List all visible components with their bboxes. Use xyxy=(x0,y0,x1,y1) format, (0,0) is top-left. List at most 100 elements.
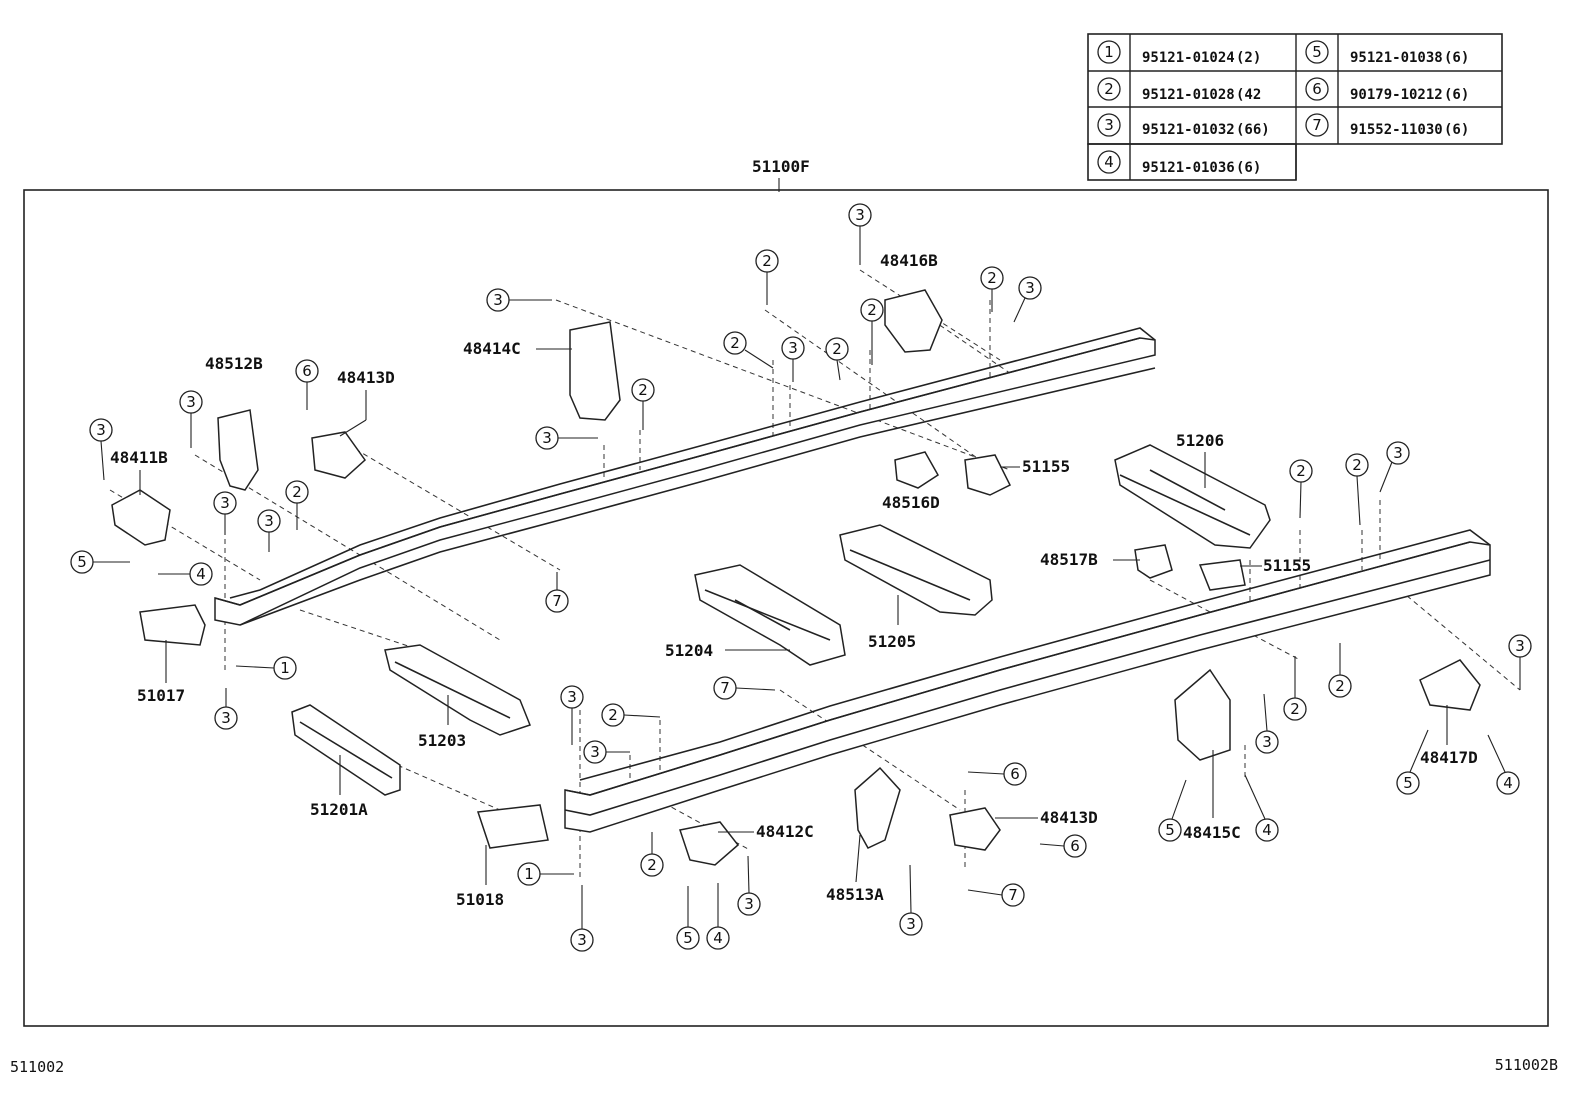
part-label-48516D: 48516D xyxy=(882,493,940,512)
fastener-legend-table: 1 95121-01024 (2) 2 95121-01028 (42 3 95… xyxy=(1087,33,1503,181)
callout-5: 5 xyxy=(676,886,700,950)
callout-2: 2 xyxy=(1283,656,1307,721)
svg-text:3: 3 xyxy=(186,393,196,411)
callout-2: 2 xyxy=(601,703,661,727)
bracket-51155-top xyxy=(964,454,1012,496)
callout-5: 5 xyxy=(1158,779,1187,842)
lower-frame-rail xyxy=(564,529,1491,833)
part-label-48413D-top: 48413D xyxy=(337,368,395,387)
svg-text:3: 3 xyxy=(567,688,577,706)
part-label-51018: 51018 xyxy=(456,890,504,909)
legend-row-2: 2 95121-01028 (42 xyxy=(1097,77,1261,103)
bracket-48417D xyxy=(1419,659,1481,711)
callout-3: 3 xyxy=(570,885,594,952)
svg-text:3: 3 xyxy=(744,895,754,913)
svg-text:2: 2 xyxy=(987,269,997,287)
callout-6: 6 xyxy=(967,762,1027,786)
svg-text:3: 3 xyxy=(577,931,587,949)
crossmember-51204 xyxy=(694,564,846,666)
svg-text:2: 2 xyxy=(1352,456,1362,474)
brackets xyxy=(111,289,1481,866)
svg-text:2: 2 xyxy=(762,252,772,270)
callout-4: 4 xyxy=(1487,734,1520,795)
part-label-51205: 51205 xyxy=(868,632,916,651)
legend-qty: (6) xyxy=(1444,122,1469,138)
part-label-51201A: 51201A xyxy=(310,800,368,819)
svg-text:3: 3 xyxy=(788,339,798,357)
bracket-48412C xyxy=(679,821,740,866)
legend-num: 2 xyxy=(1104,80,1114,98)
legend-num: 3 xyxy=(1104,116,1114,134)
svg-text:6: 6 xyxy=(302,362,312,380)
svg-text:4: 4 xyxy=(1262,821,1272,839)
svg-text:3: 3 xyxy=(590,743,600,761)
callout-7: 7 xyxy=(713,676,776,700)
callout-4: 4 xyxy=(1244,774,1279,842)
diagram-border xyxy=(23,189,1549,1027)
part-label-51155-top: 51155 xyxy=(1022,457,1070,476)
part-label-48414C: 48414C xyxy=(463,339,521,358)
part-label-48411B: 48411B xyxy=(110,448,168,467)
part-label-48517B: 48517B xyxy=(1040,550,1098,569)
legend-num: 4 xyxy=(1104,153,1114,171)
callout-2: 2 xyxy=(640,832,664,877)
callout-3: 3 xyxy=(1379,441,1410,493)
part-label-48512B: 48512B xyxy=(205,354,263,373)
svg-text:3: 3 xyxy=(1025,279,1035,297)
svg-text:2: 2 xyxy=(608,706,618,724)
callout-2: 2 xyxy=(285,480,309,530)
legend-row-3: 3 95121-01032 (66) xyxy=(1097,113,1270,138)
legend-qty: (6) xyxy=(1444,87,1469,103)
callout-2: 2 xyxy=(980,266,1004,312)
svg-text:1: 1 xyxy=(280,659,290,677)
callout-3: 3 xyxy=(1508,634,1532,690)
svg-text:5: 5 xyxy=(1403,774,1413,792)
svg-text:2: 2 xyxy=(832,340,842,358)
bracket-48517B xyxy=(1134,544,1173,579)
svg-text:2: 2 xyxy=(647,856,657,874)
svg-text:3: 3 xyxy=(1262,733,1272,751)
legend-row-6: 6 90179-10212 (6) xyxy=(1305,77,1469,103)
part-label-48417D: 48417D xyxy=(1420,748,1478,767)
callout-3: 3 xyxy=(213,491,237,535)
bracket-48513A xyxy=(854,766,901,849)
svg-text:3: 3 xyxy=(1393,444,1403,462)
callout-3: 3 xyxy=(214,688,238,730)
svg-text:4: 4 xyxy=(196,565,206,583)
callout-3: 3 xyxy=(89,418,113,481)
assembly-code-label: 51100F xyxy=(752,157,810,176)
legend-qty: (6) xyxy=(1444,50,1469,66)
upper-frame-rail xyxy=(214,327,1156,626)
callout-3: 3 xyxy=(848,203,872,265)
legend-num: 5 xyxy=(1312,43,1322,61)
svg-text:3: 3 xyxy=(855,206,865,224)
callout-3: 3 xyxy=(179,390,203,448)
callout-7: 7 xyxy=(545,572,569,613)
callout-2: 2 xyxy=(755,249,779,305)
part-label-48416B: 48416B xyxy=(880,251,938,270)
callout-3: 3 xyxy=(737,855,761,916)
callout-2: 2 xyxy=(860,298,884,365)
callout-3: 3 xyxy=(257,509,281,552)
callout-3: 3 xyxy=(1013,276,1042,323)
legend-part-number: 91552-11030 xyxy=(1350,122,1443,138)
crossmember-51203 xyxy=(384,644,531,736)
svg-text:5: 5 xyxy=(683,929,693,947)
svg-text:2: 2 xyxy=(867,301,877,319)
callout-5: 5 xyxy=(1396,729,1429,795)
crossmember-51201A xyxy=(291,704,401,796)
part-label-51206: 51206 xyxy=(1176,431,1224,450)
callout-3: 3 xyxy=(899,864,923,936)
legend-part-number: 95121-01024 xyxy=(1142,50,1235,66)
crossmember-51205 xyxy=(839,524,993,616)
legend-num: 7 xyxy=(1312,116,1322,134)
callout-2: 2 xyxy=(1328,643,1352,698)
callout-4: 4 xyxy=(158,562,213,586)
legend-row-1: 1 95121-01024 (2) xyxy=(1097,40,1261,66)
bracket-48414C xyxy=(569,321,621,421)
svg-text:3: 3 xyxy=(906,915,916,933)
svg-text:5: 5 xyxy=(77,553,87,571)
legend-part-number: 95121-01028 xyxy=(1142,87,1235,103)
crossmember-51206 xyxy=(1114,444,1271,549)
